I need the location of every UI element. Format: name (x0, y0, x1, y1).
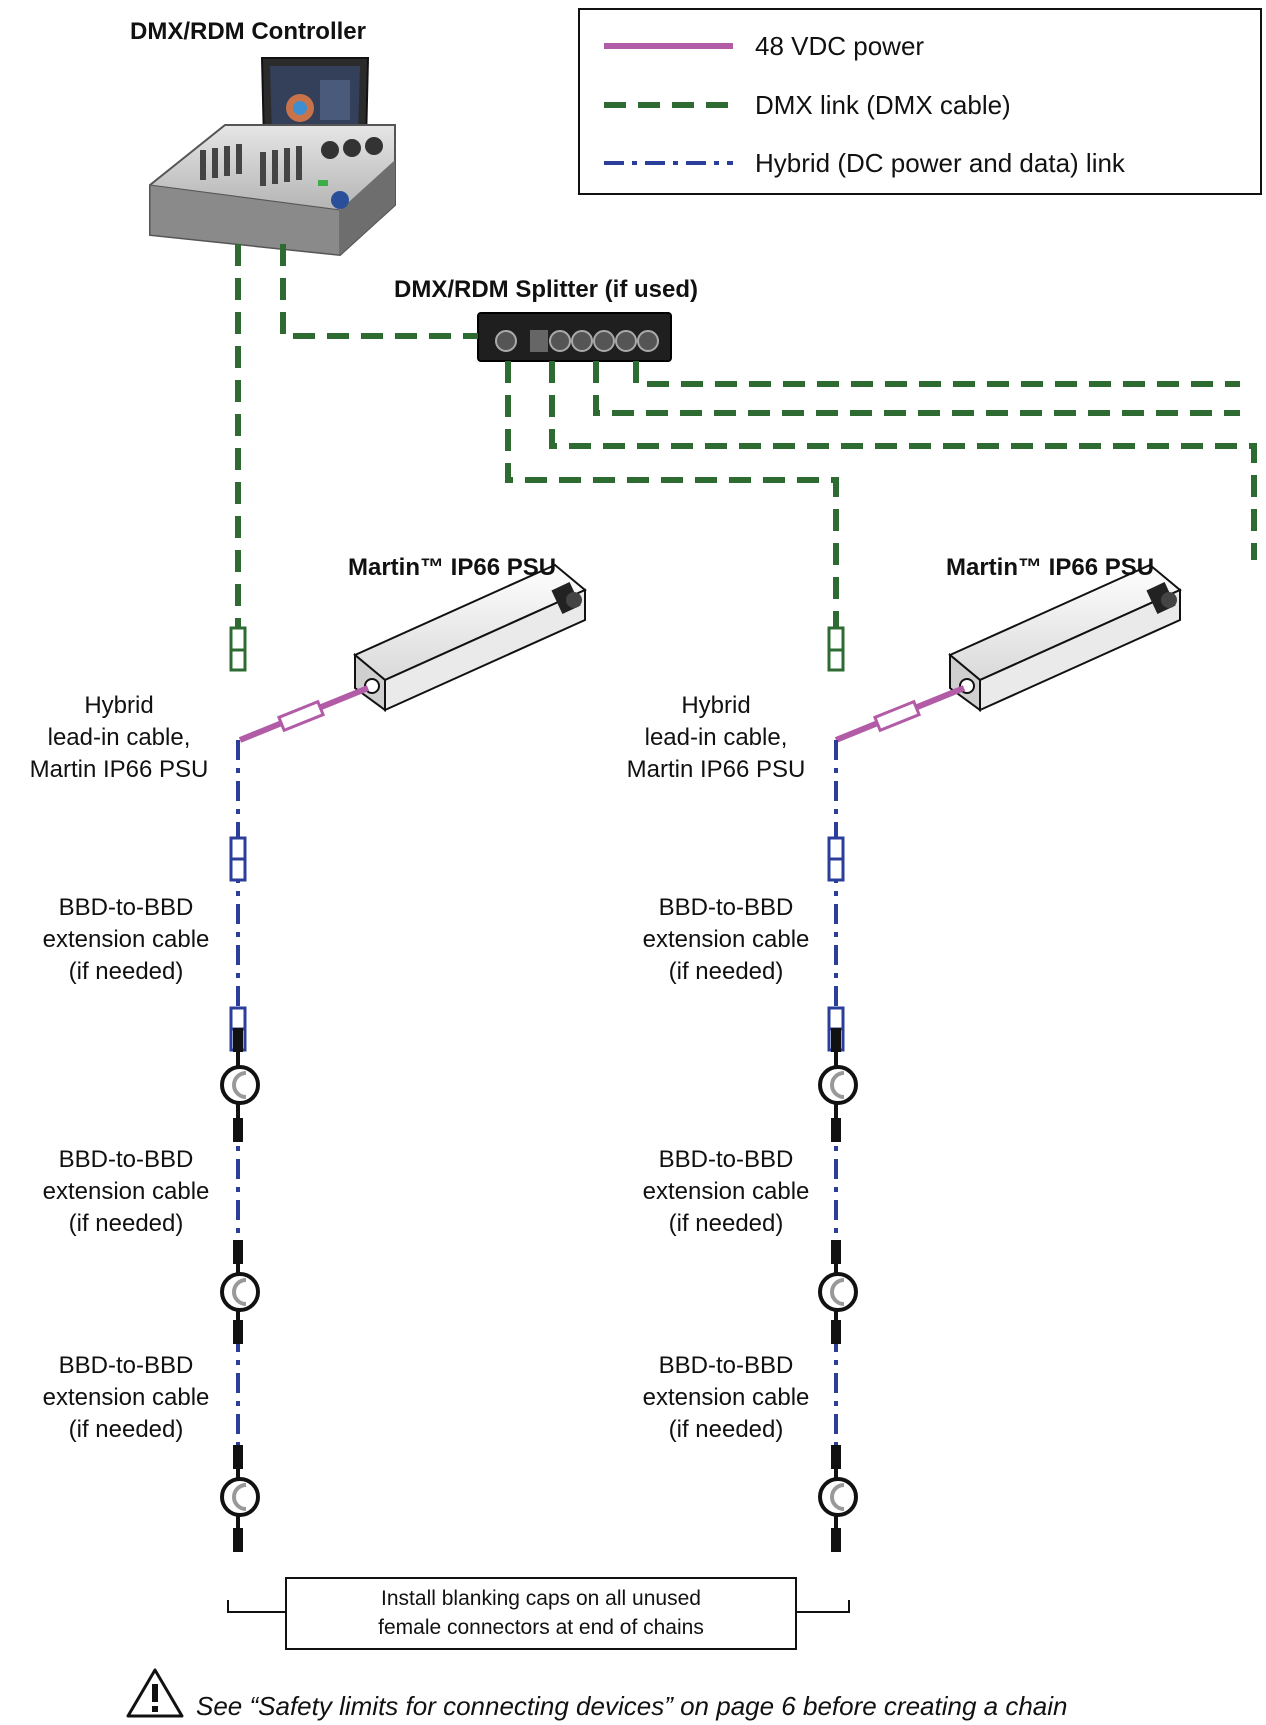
power-connectors (276, 699, 922, 733)
hybrid-lead-in-label-right: Hybrid lead-in cable, Martin IP66 PSU (626, 692, 806, 783)
fixture-left-1 (220, 1065, 260, 1105)
fixtures (220, 1065, 858, 1517)
safety-warning-text: See “Safety limits for connecting device… (196, 1691, 1068, 1721)
fixture-left-2 (220, 1272, 260, 1312)
legend-label-hybrid: Hybrid (DC power and data) link (755, 148, 1125, 178)
dmx-cable-splitter-to-right-chain (505, 361, 839, 650)
extension-cable-label-left-3: BBD-to-BBD extension cable (if needed) (42, 1352, 210, 1443)
fixture-chains (233, 1028, 841, 1552)
dmx-cables (235, 244, 1257, 650)
dmx-cable-splitter-out-3 (593, 361, 1240, 416)
warning-triangle-icon (126, 1668, 184, 1718)
fixture-right-3 (818, 1477, 858, 1517)
dmx-cable-controller-to-splitter (280, 244, 478, 339)
extension-cable-label-left-2: BBD-to-BBD extension cable (if needed) (42, 1146, 210, 1237)
dmx-connectors (229, 626, 845, 672)
extension-cable-label-right-1: BBD-to-BBD extension cable (if needed) (642, 894, 810, 985)
hybrid-lead-in-label-left: Hybrid lead-in cable, Martin IP66 PSU (29, 692, 209, 783)
legend-swatches (604, 43, 733, 165)
power-cables (238, 685, 966, 743)
fixture-right-1 (818, 1065, 858, 1105)
legend-label-power: 48 VDC power (755, 31, 925, 61)
dmx-splitter-image (477, 312, 672, 362)
psu-left-image (353, 563, 587, 712)
fixture-right-2 (818, 1272, 858, 1312)
controller-label: DMX/RDM Controller (130, 18, 366, 45)
fixture-left-3 (220, 1477, 260, 1517)
psu-left-label: Martin™ IP66 PSU (348, 554, 557, 581)
hybrid-cables (236, 740, 838, 1445)
dmx-controller-image (149, 57, 396, 257)
legend-label-dmx: DMX link (DMX cable) (755, 90, 1011, 120)
splitter-label: DMX/RDM Splitter (if used) (394, 276, 698, 303)
note-bracket (227, 1600, 850, 1613)
note-line-1: Install blanking caps on all unused (381, 1587, 701, 1610)
dmx-cable-splitter-out-4 (633, 361, 1240, 387)
extension-cable-label-right-3: BBD-to-BBD extension cable (if needed) (642, 1352, 810, 1443)
extension-cable-label-right-2: BBD-to-BBD extension cable (if needed) (642, 1146, 810, 1237)
blanking-caps-note: Install blanking caps on all unused fema… (285, 1577, 797, 1650)
psu-right-label: Martin™ IP66 PSU (946, 554, 1155, 581)
legend-box (578, 8, 1262, 195)
extension-cable-label-left-1: BBD-to-BBD extension cable (if needed) (42, 894, 210, 985)
psu-right-image (948, 563, 1182, 712)
dmx-cable-splitter-out-2 (549, 361, 1257, 560)
note-line-2: female connectors at end of chains (378, 1616, 704, 1639)
